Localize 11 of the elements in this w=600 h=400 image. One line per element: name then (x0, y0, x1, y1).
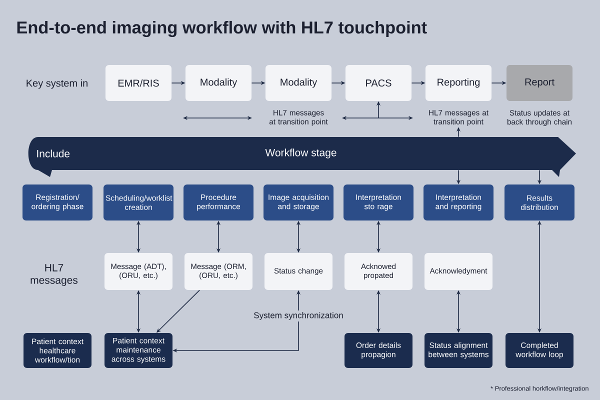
row-label: HL7 messages (30, 264, 78, 286)
system-box: Modality (186, 65, 252, 101)
system-box: PACS (346, 65, 412, 101)
system-box: EMR/RIS (106, 65, 172, 101)
row-label: Key system in (26, 79, 88, 89)
system-box: Report (506, 65, 572, 101)
system-box: Modality (266, 65, 332, 101)
title: End-to-end imaging workflow with HL7 touchpoint (17, 20, 427, 38)
system-box: Reporting (426, 65, 492, 101)
arrow-band: Include Workflow stage (28, 137, 576, 177)
edge-label: System synchronization (252, 310, 345, 322)
